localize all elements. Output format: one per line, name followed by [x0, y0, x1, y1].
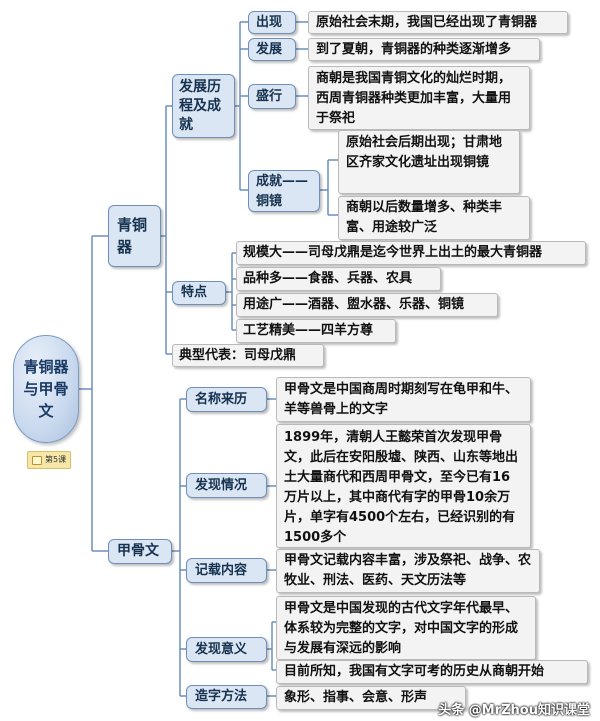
node-history[interactable]: 发展历程及成就 — [172, 74, 235, 138]
feature-item: 品种多——食器、兵器、农具 — [236, 267, 441, 291]
leaf-flourish: 商朝是我国青铜文化的灿烂时期，西周青铜器种类更加丰富，大量用于祭祀 — [308, 66, 530, 130]
node-name-origin[interactable]: 名称来历 — [186, 387, 267, 412]
leaf-discovery: 1899年，清朝人王懿荣首次发现甲骨文，此后在安阳殷墟、陕西、山东等地出土大量商… — [276, 424, 531, 548]
node-develop[interactable]: 发展 — [248, 38, 296, 61]
leaf-develop: 到了夏朝，青铜器的种类逐渐增多 — [308, 38, 540, 61]
lesson-label: 第5课 — [45, 455, 67, 464]
leaf-history-shang: 目前所知，我国有文字可考的历史从商朝开始 — [276, 660, 588, 684]
typical-example: 典型代表：司母戊鼎 — [172, 344, 324, 367]
root-label: 青铜器与甲骨文 — [23, 358, 69, 420]
node-features[interactable]: 特点 — [172, 281, 226, 305]
lesson-icon — [32, 455, 42, 465]
node-method[interactable]: 造字方法 — [186, 685, 267, 709]
leaf-mirror-shang: 商朝以后数量增多、种类丰富、用途较广泛 — [338, 196, 530, 240]
feature-item: 工艺精美——四羊方尊 — [236, 319, 396, 343]
leaf-name-origin: 甲骨文是中国商周时期刻写在龟甲和牛、羊等兽骨上的文字 — [276, 377, 531, 422]
leaf-significance: 甲骨文是中国发现的古代文字年代最早、体系较为完整的文字，对中国文字的形成与发展有… — [276, 596, 536, 660]
node-significance[interactable]: 发现意义 — [186, 637, 267, 662]
leaf-mirror-origin: 原始社会后期出现；甘肃地区齐家文化遗址出现铜镜 — [338, 130, 520, 194]
root-topic[interactable]: 青铜器与甲骨文 — [13, 335, 79, 443]
leaf-method: 象形、指事、会意、形声 — [276, 686, 466, 710]
feature-item: 用途广——酒器、盥水器、乐器、铜镜 — [236, 293, 498, 317]
branch-bronze[interactable]: 青铜器 — [108, 205, 161, 267]
lesson-badge: 第5课 — [27, 451, 72, 469]
feature-item: 规模大——司母戊鼎是迄今世界上出土的最大青铜器 — [236, 241, 586, 265]
node-discovery[interactable]: 发现情况 — [186, 473, 267, 498]
leaf-records: 甲骨文记载内容丰富，涉及祭祀、战争、农牧业、刑法、医药、天文历法等 — [276, 549, 540, 593]
node-records[interactable]: 记载内容 — [186, 558, 267, 583]
watermark: 头条 @MrZhou知识课堂 — [438, 703, 590, 718]
node-appear[interactable]: 出现 — [248, 11, 296, 34]
node-flourish[interactable]: 盛行 — [248, 84, 296, 109]
leaf-appear: 原始社会末期，我国已经出现了青铜器 — [308, 11, 568, 34]
node-mirror[interactable]: 成就——铜镜 — [248, 170, 320, 212]
branch-oracle[interactable]: 甲骨文 — [108, 539, 172, 564]
